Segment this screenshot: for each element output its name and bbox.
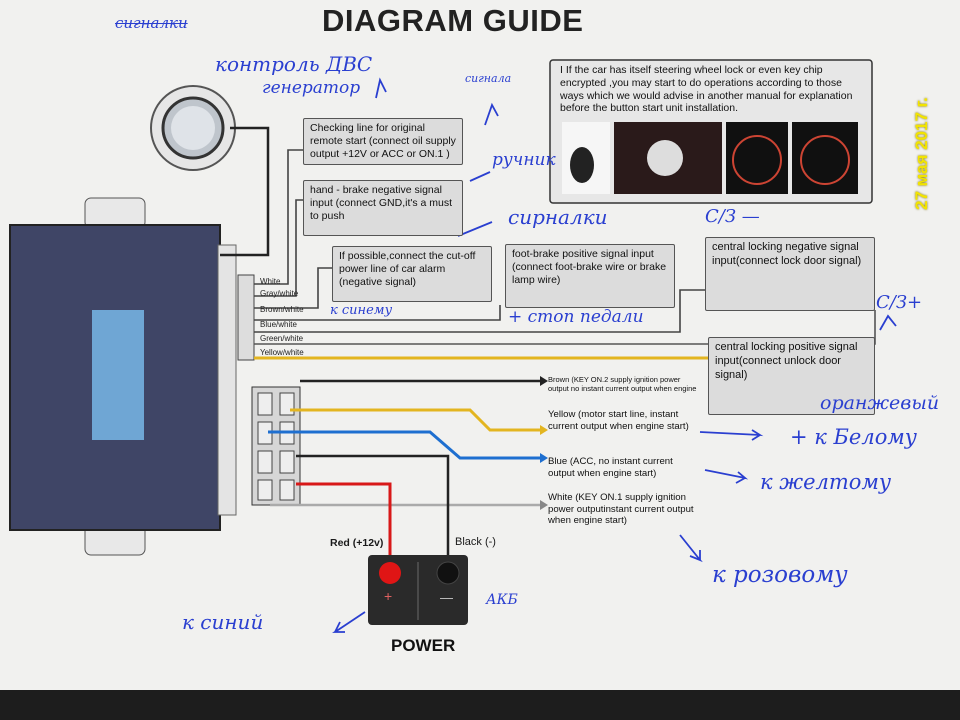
note-akb: АКБ xyxy=(486,592,518,608)
note-orange: оранжевый xyxy=(820,392,940,414)
box-handbrake: hand - brake negative signal input (conn… xyxy=(303,180,463,236)
box-cutoff: If possible,connect the cut-off power li… xyxy=(332,246,492,302)
wire-label-yellow-white: Yellow/white xyxy=(260,348,304,357)
note-cb-plus: С/З+ xyxy=(876,292,923,313)
note-top-strike: сигналки xyxy=(115,14,188,32)
black-wire-label: Black (-) xyxy=(455,536,496,548)
red-wire-label: Red (+12v) xyxy=(330,537,384,549)
note-stop-pedal: + стоп педали xyxy=(508,307,644,327)
output-blue: Blue (ACC, no instant current output whe… xyxy=(548,456,673,479)
info-text: I If the car has itself steering wheel l… xyxy=(560,64,853,115)
output-yellow: Yellow (motor start line, instant curren… xyxy=(548,409,689,432)
output-white: White (KEY ON.1 supply ignition power ou… xyxy=(548,492,694,526)
note-engine-control: контроль ДВС xyxy=(215,52,373,76)
wire-label-green-white: Green/white xyxy=(260,334,304,343)
battery-negative-terminal xyxy=(436,561,460,585)
note-to-white: + к Белому xyxy=(790,425,917,449)
battery-positive-terminal xyxy=(379,562,401,584)
start-button-face xyxy=(171,106,215,150)
page-title: DIAGRAM GUIDE xyxy=(322,3,584,38)
battery-plus-sign: + xyxy=(384,588,393,604)
note-alarm: сигнала xyxy=(465,72,512,85)
black-power-wire xyxy=(296,454,450,570)
note-to-pink: к розовому xyxy=(712,562,848,588)
yellow-output-wire xyxy=(290,408,540,432)
note-handbrake: ручник xyxy=(492,150,556,170)
signal-harness xyxy=(254,149,705,333)
upper-connector xyxy=(237,274,255,361)
module-mount-top xyxy=(84,197,146,229)
dashboard-image-1 xyxy=(726,122,788,194)
photo-date: 27 мая 2017 г. xyxy=(912,97,931,210)
table-edge xyxy=(0,690,960,720)
button-wire xyxy=(220,126,270,257)
box-lock-positive: central locking positive signal input(co… xyxy=(708,337,875,415)
power-label: POWER xyxy=(391,636,456,655)
box-lock-negative: central locking negative signal input(co… xyxy=(705,237,875,311)
module-side-panel xyxy=(217,244,237,516)
blue-output-wire xyxy=(268,430,540,460)
wire-label-gray-white: Gray/white xyxy=(260,289,299,298)
red-power-wire xyxy=(296,482,392,570)
wire-label-white: White xyxy=(260,277,281,286)
battery-minus-sign: — xyxy=(440,590,453,605)
note-cb-minus: С/З — xyxy=(705,206,760,227)
note-to-blue: к синий xyxy=(182,610,264,634)
output-brown: Brown (KEY ON.2 supply ignition power ou… xyxy=(548,375,697,393)
box-checking-line: Checking line for original remote start … xyxy=(303,118,463,165)
note-generator: генератор xyxy=(262,78,361,98)
note-horn: сирналки xyxy=(508,205,608,229)
wire-label-brown-white: Brown/white xyxy=(260,305,304,314)
wire-label-blue-white: Blue/white xyxy=(260,320,297,329)
dashboard-image-2 xyxy=(792,122,858,194)
note-to-yellow: к желтому xyxy=(760,470,892,494)
box-footbrake: foot-brake positive signal input (connec… xyxy=(505,244,675,308)
module-label-window xyxy=(92,310,144,440)
note-brownwhite: к синему xyxy=(330,303,393,318)
